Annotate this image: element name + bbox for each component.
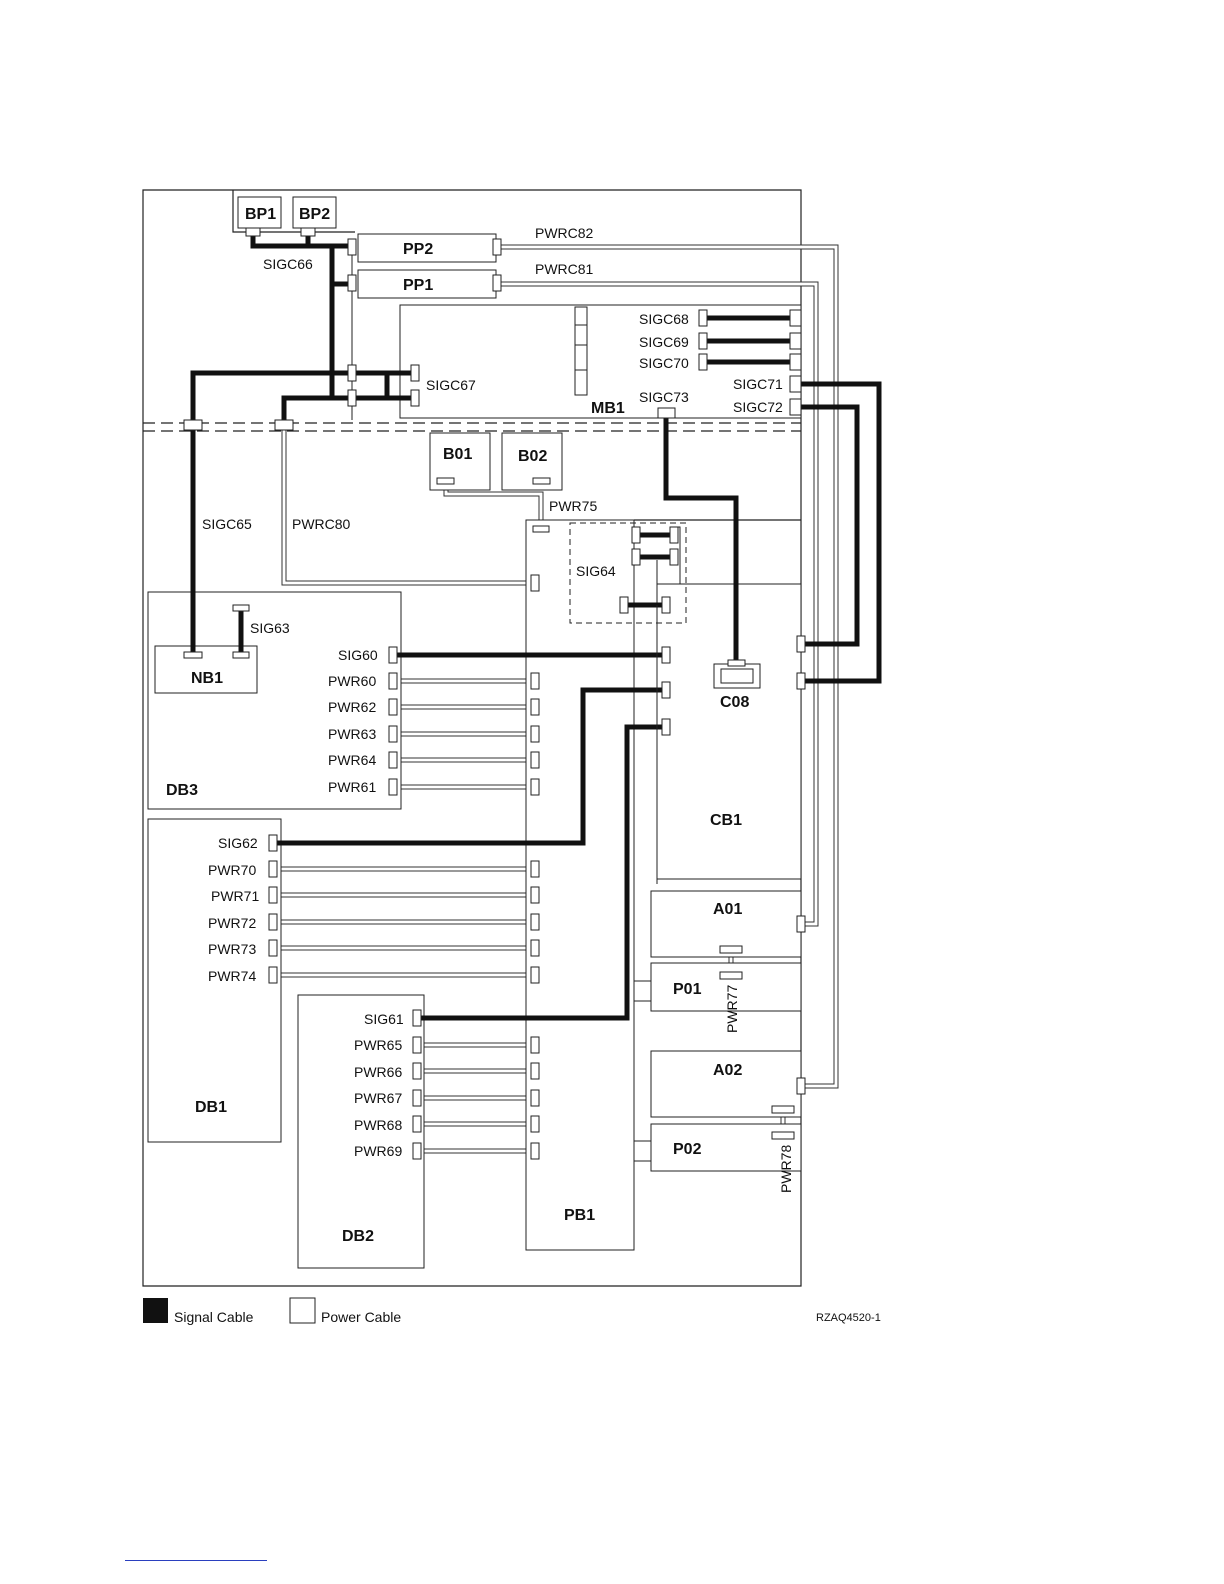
label-pwr66: PWR66	[354, 1064, 402, 1080]
label-pwr63: PWR63	[328, 726, 376, 742]
label-pwr69: PWR69	[354, 1143, 402, 1159]
label-pb1: PB1	[564, 1207, 595, 1224]
pp1-box	[357, 269, 497, 299]
label-sig61: SIG61	[364, 1011, 404, 1027]
sig64-area	[569, 522, 687, 624]
db1-box	[147, 818, 282, 1143]
label-pwr64: PWR64	[328, 752, 376, 768]
label-sig60: SIG60	[338, 647, 378, 663]
label-p01: P01	[673, 981, 702, 998]
label-pwrc80: PWRC80	[292, 516, 351, 532]
label-nb1: NB1	[191, 670, 223, 687]
signal-cables	[190, 232, 882, 1021]
bp2-box	[292, 196, 337, 229]
label-pwr70: PWR70	[208, 862, 256, 878]
label-sigc72: SIGC72	[733, 399, 783, 415]
label-sigc68: SIGC68	[639, 311, 689, 327]
label-sig63: SIG63	[250, 620, 290, 636]
label-pwr78: PWR78	[778, 1145, 794, 1193]
p01-link	[633, 980, 652, 1002]
label-sigc73: SIGC73	[639, 389, 689, 405]
label-bp1: BP1	[245, 206, 276, 223]
label-pwr62: PWR62	[328, 699, 376, 715]
p02-link	[633, 1140, 652, 1162]
db2-box	[297, 994, 425, 1269]
label-cb1: CB1	[710, 812, 742, 829]
label-pwr71: PWR71	[211, 888, 259, 904]
label-bp2: BP2	[299, 206, 330, 223]
label-sigc71: SIGC71	[733, 376, 783, 392]
b02-box	[501, 432, 563, 491]
label-pwrc81: PWRC81	[535, 261, 594, 277]
footnote-rule	[125, 1560, 267, 1561]
legend-signal-swatch	[143, 1298, 168, 1323]
label-pp2: PP2	[403, 241, 433, 258]
mb1-slots	[574, 306, 588, 396]
label-pwr60: PWR60	[328, 673, 376, 689]
connectors	[183, 227, 806, 1160]
label-c08: C08	[720, 694, 749, 711]
cb1-box	[656, 583, 802, 880]
label-sig64: SIG64	[576, 563, 616, 579]
label-db2: DB2	[342, 1228, 374, 1245]
legend-power-swatch	[289, 1297, 316, 1324]
db3-box	[147, 591, 402, 810]
label-pwr73: PWR73	[208, 941, 256, 957]
label-pwr74: PWR74	[208, 968, 256, 984]
label-pwr72: PWR72	[208, 915, 256, 931]
label-a01: A01	[713, 901, 742, 918]
label-p02: P02	[673, 1141, 702, 1158]
label-b01: B01	[443, 446, 472, 463]
component-labels: BP1 BP2 PP2 PP1 MB1 B01 B02 NB1 DB3 DB1 …	[166, 206, 749, 1245]
label-b02: B02	[518, 448, 547, 465]
label-pwr77: PWR77	[724, 985, 740, 1033]
label-pwr61: PWR61	[328, 779, 376, 795]
cable-labels: SIGC66 PWRC82 PWRC81 SIGC68 SIGC69 SIGC7…	[202, 225, 794, 1193]
label-pwrc82: PWRC82	[535, 225, 594, 241]
label-sigc66: SIGC66	[263, 256, 313, 272]
components	[147, 196, 802, 1269]
label-mb1: MB1	[591, 400, 625, 417]
label-a02: A02	[713, 1062, 742, 1079]
label-pwr75: PWR75	[549, 498, 597, 514]
label-pwr68: PWR68	[354, 1117, 402, 1133]
legend-signal-label: Signal Cable	[174, 1309, 254, 1325]
label-sigc69: SIGC69	[639, 334, 689, 350]
label-pwr65: PWR65	[354, 1037, 402, 1053]
label-pwr67: PWR67	[354, 1090, 402, 1106]
label-sigc65: SIGC65	[202, 516, 252, 532]
legend-power-label: Power Cable	[321, 1309, 401, 1325]
pp2-box	[357, 233, 497, 263]
label-sig62: SIG62	[218, 835, 258, 851]
label-db3: DB3	[166, 782, 198, 799]
figure-id: RZAQ4520-1	[816, 1312, 881, 1324]
frame	[142, 189, 802, 1287]
legend: Signal Cable Power Cable RZAQ4520-1	[143, 1297, 881, 1325]
label-sigc70: SIGC70	[639, 355, 689, 371]
label-sigc67: SIGC67	[426, 377, 476, 393]
label-pp1: PP1	[403, 277, 433, 294]
pb1-box	[525, 519, 635, 1251]
label-db1: DB1	[195, 1099, 227, 1116]
p01-box	[650, 962, 802, 1012]
